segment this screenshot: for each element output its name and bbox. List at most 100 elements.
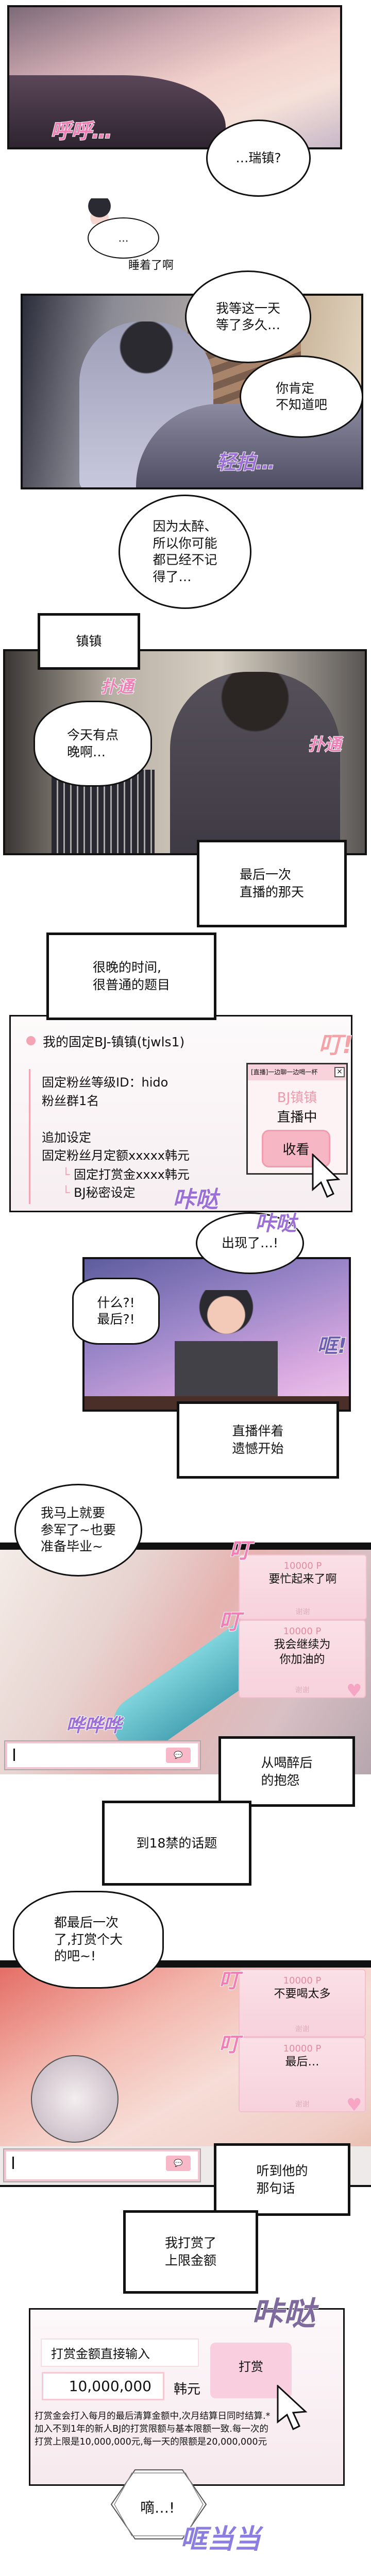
cursor-icon [312, 1154, 341, 1198]
bubble-text: 我马上就要 参军了~也要 准备毕业~ [41, 1505, 116, 1554]
shout-bubble-what: 什么?! 最后?! [72, 1278, 160, 1345]
small-bubble-dots: … [88, 217, 159, 259]
speech-bubble-drunk: 因为太醉、 所以你可能 都已经不记 得了… [119, 495, 251, 609]
gasp-text: 嘀…! [140, 2499, 175, 2516]
popup-titlebar: [直播]一边聊一边喝一杯 × [248, 1064, 346, 1080]
sfx-ding: 叮! [318, 1030, 353, 1059]
fan-group: 粉丝群1名 [42, 1094, 99, 1108]
man-sweater [170, 672, 340, 853]
cursor-icon [277, 2385, 308, 2431]
caption-name: 镇镇 [38, 613, 140, 670]
bubble-text: 你肯定 不知道吧 [275, 380, 327, 413]
live-popup: [直播]一边聊一边喝一杯 × BJ镇镇 直播中 收看 [246, 1063, 348, 1175]
popup-title: [直播]一边聊一边喝一杯 [251, 1069, 318, 1076]
shocked-man [175, 1290, 278, 1403]
sfx-pour: 哗哗哗 [65, 1715, 122, 1737]
amount-label-box: 打赏金额直接输入 [41, 2338, 199, 2367]
speech-bubble-wait: 我等这一天 等了多久… [185, 270, 311, 363]
pink-dot [26, 1036, 36, 1045]
amount-input[interactable]: 10,000,000 [42, 2372, 164, 2400]
close-icon[interactable]: × [334, 1067, 345, 1077]
donation-thanks: 谢谢 [295, 2100, 310, 2109]
chat-send-button[interactable]: 💬 [166, 2156, 191, 2171]
caption-normal-topic: 很晚的时间, 很普通的题目 [46, 933, 216, 1020]
glass [31, 2055, 119, 2143]
sfx-ding-1: 叮 [229, 1537, 251, 1564]
chat-bubble-icon: 💬 [174, 2159, 183, 2167]
sub-tip: └ 固定打赏金xxxx韩元 [62, 1164, 190, 1182]
bubble-text: 因为太醉、 所以你可能 都已经不记 得了… [153, 519, 217, 584]
chat-input[interactable]: 💬 [4, 1740, 201, 1770]
sfx-bang: 哐! [316, 1334, 347, 1359]
thought-bubble-late: 今天有点 晚啊… [33, 701, 152, 787]
speech-bubble-appeared: 出现了…! [196, 1212, 304, 1274]
donation-points: 10000 P [283, 1975, 322, 1986]
bubble-text: …瑞镇? [235, 150, 281, 165]
donation-message: 不要喝太多 [274, 1988, 331, 2001]
donation-card: 10000 P 要忙起来了啊 谢谢 [239, 1554, 367, 1620]
heart-icon: ♥ [346, 2095, 362, 2115]
branch-icon: └ [62, 1185, 74, 1200]
donation-points: 10000 P [283, 2043, 322, 2054]
sfx-ding-3: 叮 [218, 1969, 240, 1993]
sfx-ding-4: 叮 [218, 2032, 240, 2057]
popup-bj-name: BJ镇镇 [277, 1090, 317, 1106]
sfx-click-1: 咔哒 [172, 1186, 218, 1213]
caption-regret: 直播伴着 遗憾开始 [177, 1401, 339, 1479]
bubble-text: … [118, 232, 129, 244]
donation-message: 要忙起来了啊 [268, 1573, 337, 1586]
caption-last-stream: 最后一次 直播的那天 [197, 840, 347, 927]
speech-bubble-army: 我马上就要 参军了~也要 准备毕业~ [14, 1484, 142, 1577]
sfx-click: 咔哒 [251, 2294, 316, 2333]
bubble-text: 都最后一次 了,打赏个大 的吧~! [54, 1915, 123, 1964]
hexagon-bubble [110, 2469, 207, 2539]
sub-secret: └ BJ秘密设定 [62, 1182, 136, 1200]
donation-points: 10000 P [283, 1561, 322, 1571]
sfx-ding-2: 叮 [218, 1608, 241, 1635]
donation-thanks: 谢谢 [295, 2025, 310, 2033]
panel-bj-profile: 我的固定BJ-镇镇(tjwls1) 固定粉丝等级ID：hido 粉丝群1名 追加… [9, 1015, 352, 1212]
donation-points: 10000 P [283, 1626, 322, 1637]
currency-label: 韩元 [174, 2382, 201, 2397]
extra-settings-title: 追加设定 [42, 1130, 91, 1145]
branch-icon: └ [62, 1167, 74, 1182]
sfx-heartbeat-1: 扑通 [100, 676, 134, 697]
sfx-clang: 哐当当 [180, 2523, 261, 2555]
donation-card: 10000 P 不要喝太多 谢谢 [239, 1969, 366, 2037]
bubble-text: 我等这一天 等了多久… [215, 300, 280, 333]
caption-topic: 到18禁的话题 [102, 1801, 251, 1886]
sfx-heartbeat-2: 扑通 [308, 734, 342, 755]
donation-message: 最后… [285, 2056, 319, 2069]
chat-input[interactable]: 💬 [3, 2148, 201, 2182]
bubble-text: 什么?! 最后?! [97, 1295, 135, 1327]
sfx-breath: 呼呼… [50, 119, 113, 144]
fan-level: 固定粉丝等级ID：hido [42, 1075, 168, 1090]
whisper-text: 睡着了啊 [128, 259, 174, 272]
cloud-bubble-big-tip: 都最后一次 了,打赏个大 的吧~! [13, 1891, 164, 1989]
donation-thanks: 谢谢 [295, 1608, 310, 1616]
chat-bubble-icon: 💬 [174, 1751, 183, 1759]
caption-heard: 听到他的 那句话 [214, 2143, 350, 2216]
amount-value: 10,000,000 [69, 2378, 151, 2395]
chat-send-button[interactable]: 💬 [166, 1748, 191, 1763]
donation-card: 10000 P 我会继续为 你加油的 谢谢 [239, 1620, 366, 1698]
pink-rule [29, 1069, 30, 1204]
caption-complaint: 从喝醉后 的抱怨 [218, 1736, 355, 1807]
text-caret [12, 2157, 14, 2169]
panel-sleeping-face [7, 5, 342, 149]
amount-label: 打赏金额直接输入 [51, 2347, 150, 2361]
donation-card: 10000 P 最后… 谢谢 [239, 2037, 366, 2112]
donation-thanks: 谢谢 [295, 1686, 310, 1694]
heart-icon: ♥ [346, 1681, 362, 1701]
bubble-text: 今天有点 晚啊… [66, 727, 119, 759]
sfx-pat: 轻拍… [216, 450, 276, 474]
text-caret [13, 1749, 15, 1761]
speech-bubble-know: 你肯定 不知道吧 [240, 355, 363, 438]
sub-secret-text: BJ秘密设定 [74, 1185, 136, 1200]
caption-tipped: 我打赏了 上限金额 [123, 2210, 258, 2294]
monthly-amount: 固定粉丝月定额xxxxx韩元 [42, 1148, 190, 1163]
donation-message: 我会继续为 你加油的 [274, 1638, 331, 1666]
sub-tip-text: 固定打赏金xxxx韩元 [74, 1167, 190, 1182]
bubble-text: 出现了…! [221, 1235, 279, 1250]
popup-status: 直播中 [277, 1110, 317, 1125]
